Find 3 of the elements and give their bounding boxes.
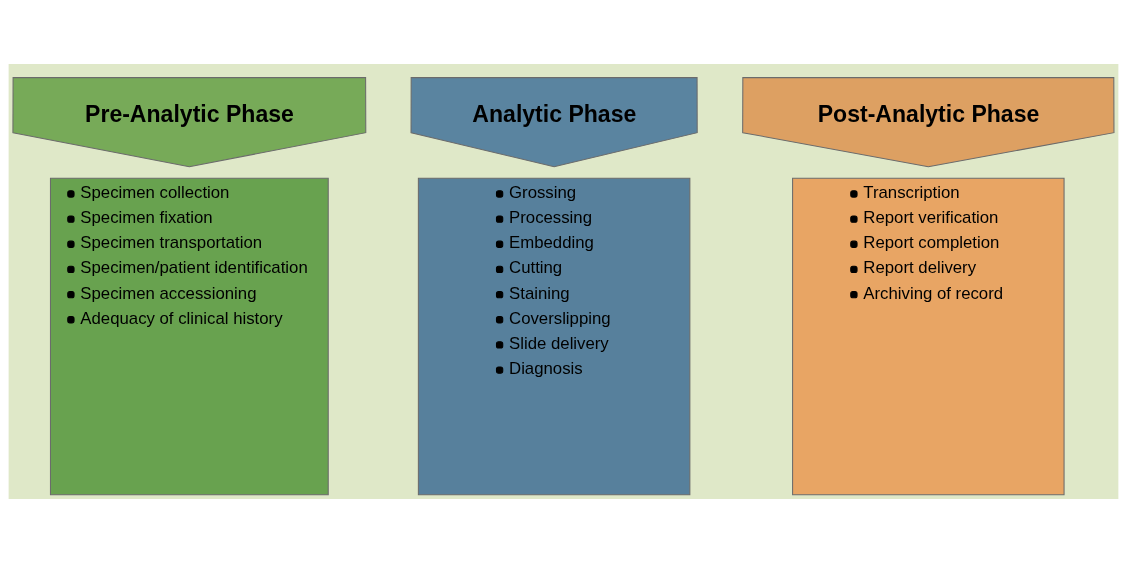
node-box: Specimen collection Specimen fixation Specimen transportation Specimen/patient identification Specimen accessioning Adequacy of clinical history [49,177,329,495]
node-box: Grossing Processing Embedding Cutting Staining Coverslipping Slide delivery Diagnosis [417,177,691,495]
node-box: Transcription Report verification Report completion Report delivery Archiving of record [792,177,1065,495]
